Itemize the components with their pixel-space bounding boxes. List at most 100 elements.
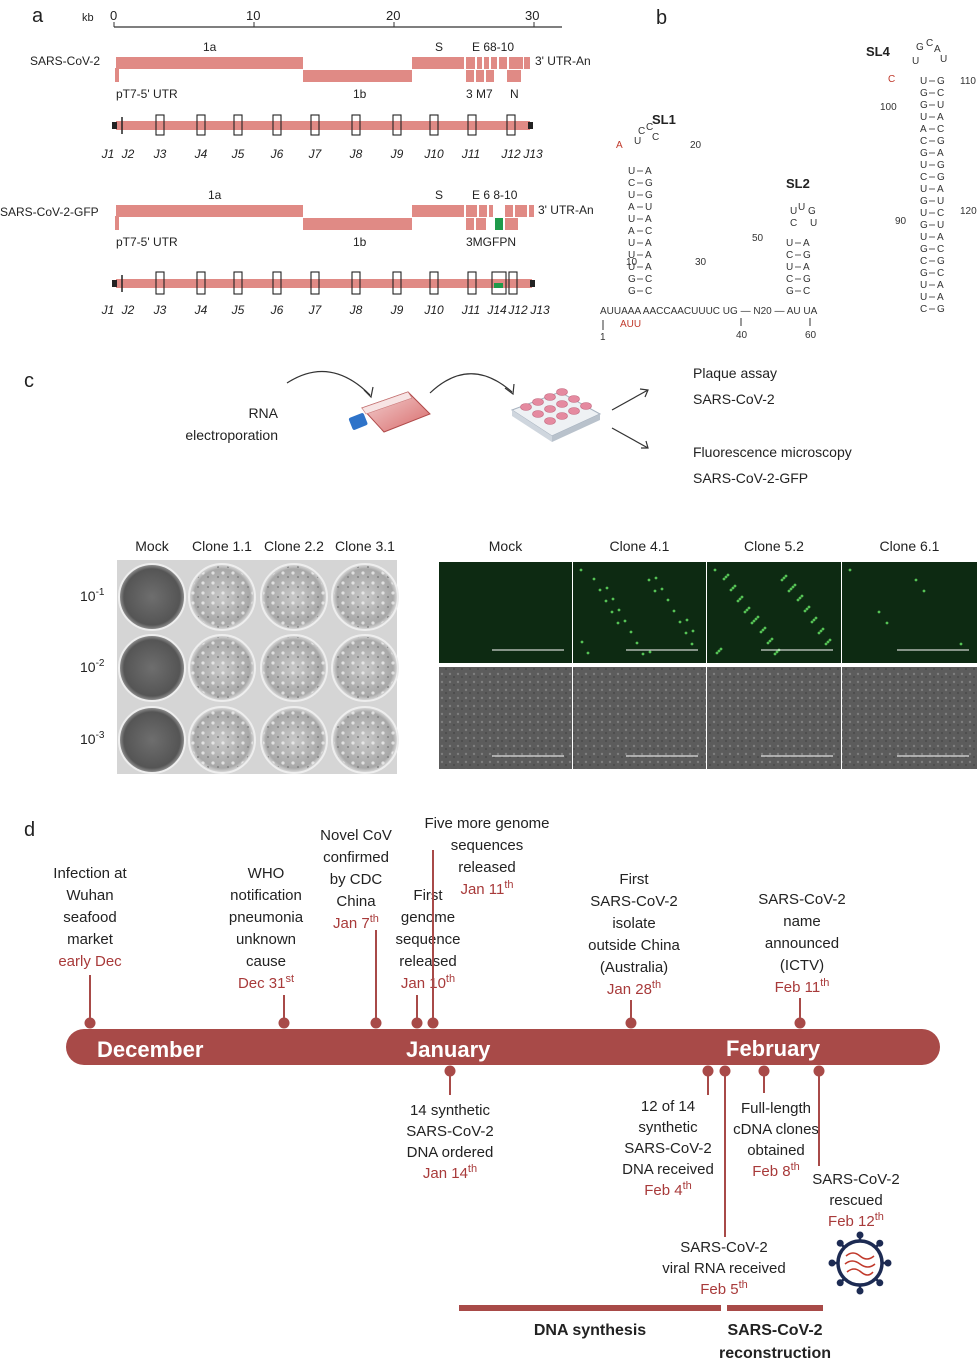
panel-label-b: b	[656, 7, 667, 29]
rna-base: U	[920, 280, 927, 291]
plate-well	[568, 407, 580, 415]
fluor-line1: Fluorescence microscopy	[693, 444, 852, 460]
timeline-event-date: early Dec	[58, 953, 122, 970]
rna-base: G	[937, 256, 945, 267]
junction-marker	[508, 271, 518, 295]
orf1b-box	[303, 70, 412, 82]
junction-label: J5	[231, 303, 245, 317]
junction-label: J5	[231, 147, 245, 161]
s-box	[412, 57, 464, 69]
plaque-dilution-label: 10-1	[80, 587, 105, 604]
junction-marker	[506, 114, 516, 136]
timeline-event-text: China	[336, 893, 376, 910]
junction-label: J11	[461, 147, 480, 161]
junction-label: J9	[390, 147, 404, 161]
microscopy-column-header: Clone 5.2	[744, 538, 804, 554]
month-december: December	[97, 1037, 204, 1062]
rna-base: A	[937, 148, 944, 159]
track1-orf1b: 1b	[353, 87, 367, 101]
plate-well	[556, 412, 568, 420]
rna-base: U	[628, 214, 635, 225]
orf1a-box	[116, 57, 303, 69]
track2-orf1a: 1a	[208, 188, 222, 202]
panel-label-c: c	[24, 370, 34, 392]
junction-label: J7	[308, 303, 323, 317]
junction-bar-1	[112, 114, 533, 136]
junction-marker	[233, 271, 243, 295]
rna-base: G	[937, 76, 945, 87]
plaque-spots	[191, 637, 253, 699]
rna-base: U	[634, 136, 641, 147]
rna-pos-40: 40	[736, 330, 748, 341]
junction-label: J14	[486, 303, 507, 317]
plaque-column-header: Mock	[135, 538, 169, 554]
junction-label: J10	[423, 303, 444, 317]
timeline-event-text: Infection at	[53, 865, 127, 882]
rna-base: C	[790, 218, 797, 229]
rna-base: G	[628, 286, 636, 297]
rna-base: U	[920, 160, 927, 171]
rna-base: A	[920, 124, 927, 135]
track1-bottom-genes: 3 M7	[466, 87, 493, 101]
timeline-dot	[278, 1017, 290, 1029]
junction-label: J3	[153, 303, 167, 317]
junction-bar-2	[112, 271, 535, 295]
junction-label: J7	[308, 147, 323, 161]
rna-base-sequence: AUUAAA AACCAACUUUC UG — N20 — AU UA	[600, 306, 818, 317]
fluorescence-image	[707, 562, 841, 663]
timeline-event-date: Jan 14th	[423, 1163, 477, 1182]
rna-position-label: 50	[752, 233, 764, 244]
timeline-dot	[444, 1065, 456, 1077]
junction-label: J13	[522, 147, 543, 161]
kb-tick-30: 30	[525, 8, 539, 23]
timeline-dot	[719, 1065, 731, 1077]
track2-utr3: 3' UTR-An	[538, 203, 594, 217]
rna-base: U	[628, 250, 635, 261]
rna-base: A	[803, 238, 810, 249]
timeline-event-text: SARS-CoV-2	[758, 891, 846, 908]
rna-base: U	[920, 184, 927, 195]
plate-well	[544, 417, 556, 425]
timeline-event-text: Wuhan	[66, 887, 113, 904]
arrow-to-plate	[429, 373, 513, 394]
rna-base: G	[803, 250, 811, 261]
rna-base: A	[645, 238, 652, 249]
plaque-spots	[334, 637, 396, 699]
timeline-event-text: DNA ordered	[407, 1144, 494, 1161]
timeline-event-text: cDNA clones	[733, 1121, 819, 1138]
timeline-event-text: notification	[230, 887, 302, 904]
arrow-to-fluorescence	[611, 427, 649, 449]
kb-tick-0: 0	[110, 8, 117, 23]
phase-reconstruction-line2: reconstruction	[719, 1345, 831, 1362]
electroporation-line1: RNA	[248, 405, 278, 421]
junction-label: J4	[194, 303, 208, 317]
gfp-box	[495, 218, 503, 230]
junction-label: J1	[101, 303, 115, 317]
plaque-spots	[263, 566, 325, 628]
plaque-dish	[118, 563, 186, 631]
plate-well	[544, 405, 556, 413]
microscopy-column-header: Clone 4.1	[610, 538, 670, 554]
track1-name: SARS-CoV-2	[30, 54, 100, 68]
junction-label: J6	[270, 303, 284, 317]
track1-utr5: pT7-5' UTR	[116, 87, 178, 101]
rna-base: U	[937, 196, 944, 207]
rna-base: U	[628, 262, 635, 273]
rna-base: U	[645, 202, 652, 213]
timeline-event-date: Jan 28th	[607, 979, 661, 998]
arrow-to-flask	[286, 370, 371, 396]
rna-base: C	[920, 256, 927, 267]
rna-base: G	[808, 206, 816, 217]
rna-base: A	[645, 262, 652, 273]
rna-base: U	[810, 218, 817, 229]
timeline-event-date: Jan 11th	[460, 879, 513, 898]
timeline-event-text: 12 of 14	[641, 1098, 695, 1115]
timeline-dot	[758, 1065, 770, 1077]
track2-orf1b: 1b	[353, 235, 367, 249]
rna-base: A	[645, 166, 652, 177]
rna-position-label: 90	[895, 216, 907, 227]
panel-d: d December January February Infection at…	[24, 815, 940, 1362]
